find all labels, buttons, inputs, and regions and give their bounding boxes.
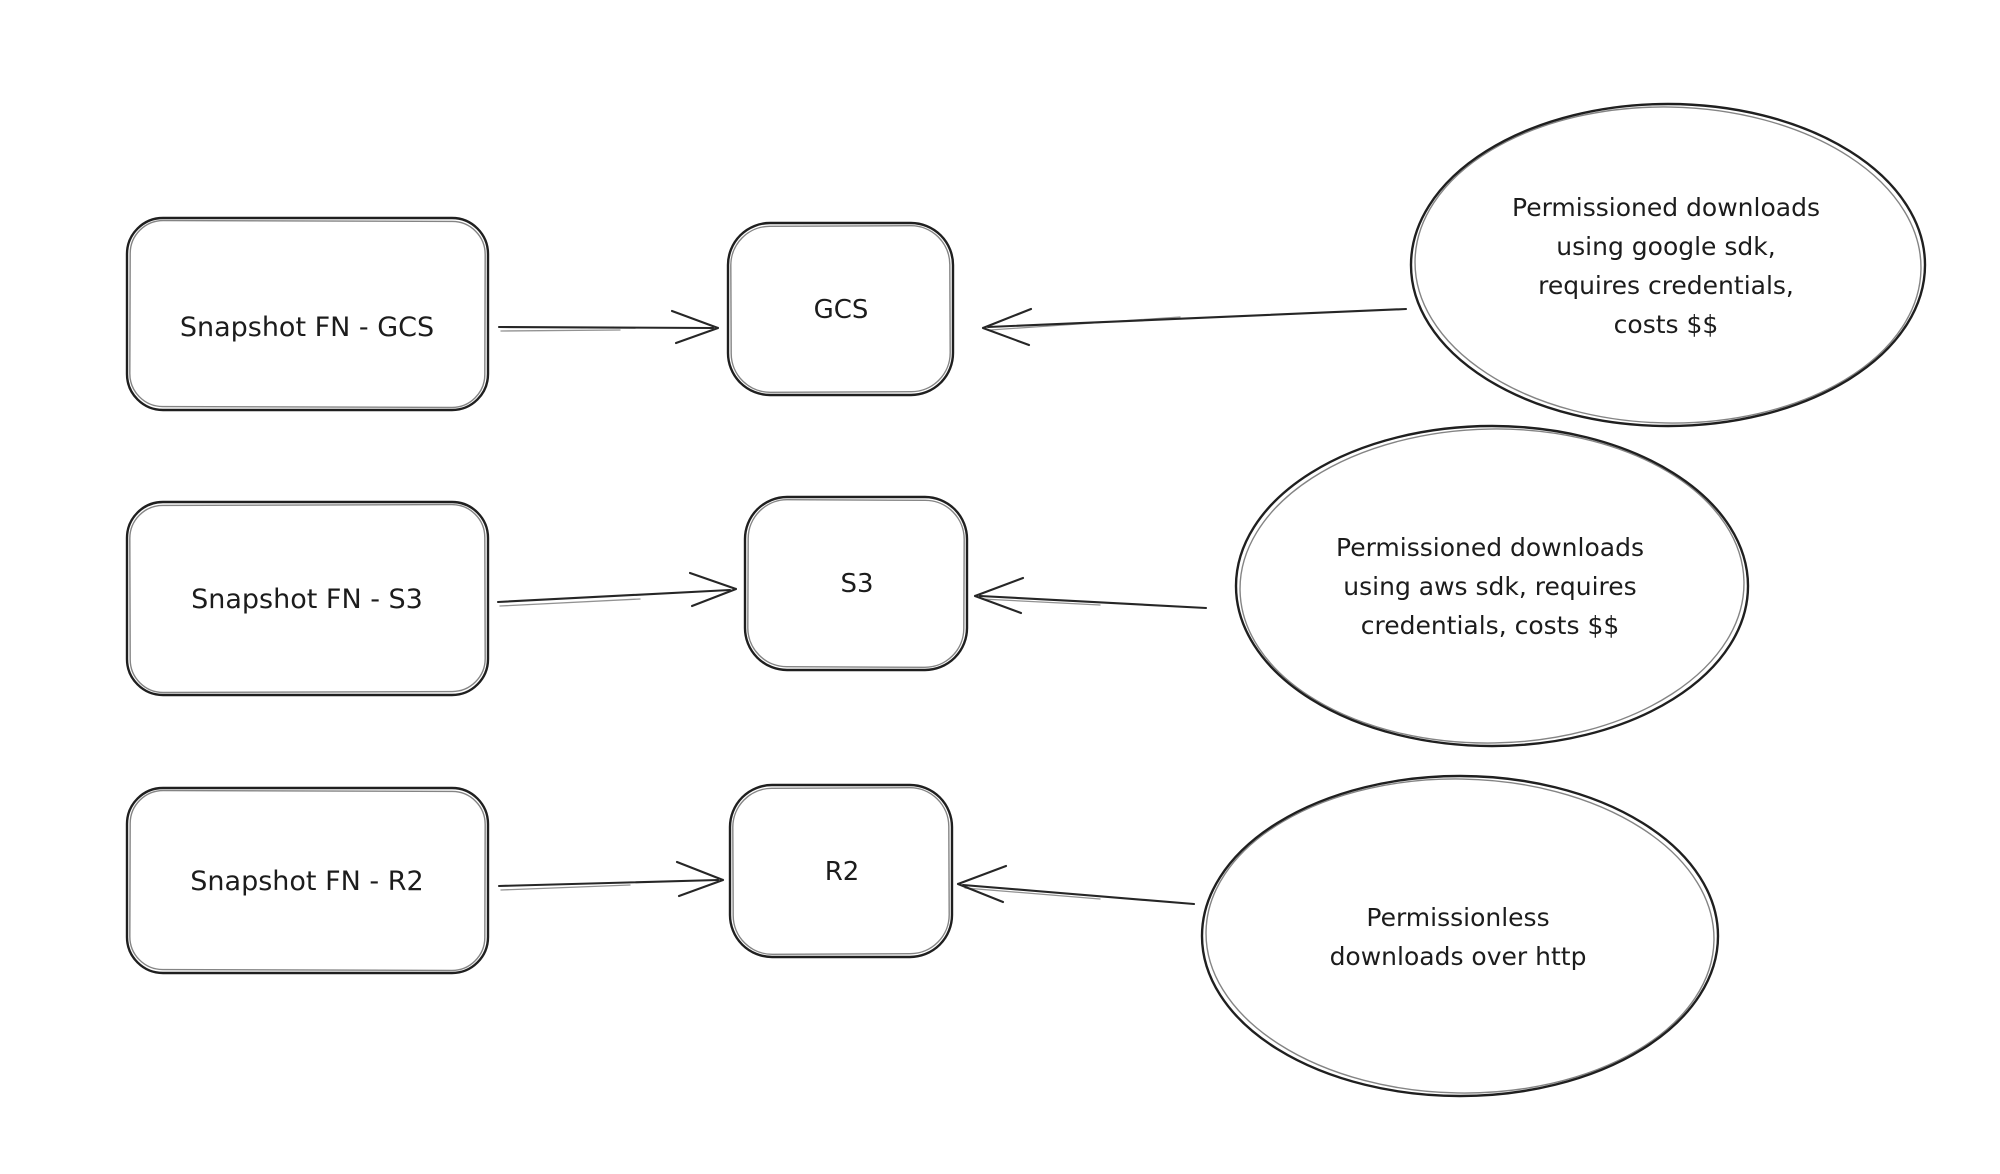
arrow-shaft — [978, 594, 1208, 610]
arrow-head — [981, 307, 1033, 347]
note-ellipse-sketch-stroke — [1239, 428, 1745, 744]
note-text-line: costs $$ — [1614, 310, 1719, 339]
node-snapshot-fn-s3: Snapshot FN - S3 — [125, 500, 490, 697]
target-label: R2 — [825, 857, 860, 887]
note-ellipse — [1200, 774, 1720, 1098]
row-r2: Snapshot FN - R2 R2 — [125, 774, 1720, 1098]
source-box — [125, 500, 490, 697]
target-box-sketch-stroke — [747, 498, 965, 669]
note-text-line: Permissioned downloads — [1512, 193, 1820, 222]
arrow-head — [956, 864, 1008, 904]
target-box-sketch-stroke — [732, 786, 950, 956]
arrow-shaft — [497, 878, 720, 888]
arrow-shaft — [497, 325, 715, 330]
arrow-head — [670, 309, 720, 345]
arrow-snapshot-gcs-to-gcs — [497, 309, 720, 345]
node-snapshot-fn-r2: Snapshot FN - R2 — [125, 786, 490, 975]
note-text-line: using aws sdk, requires — [1343, 572, 1636, 601]
arrow-note-to-s3 — [973, 576, 1208, 615]
target-box — [728, 783, 954, 959]
target-label: S3 — [840, 569, 873, 599]
source-label: Snapshot FN - GCS — [180, 312, 434, 343]
note-text-line: downloads over http — [1330, 942, 1587, 971]
target-box — [726, 221, 955, 397]
source-box-sketch-stroke — [129, 789, 486, 972]
arrow-shaft-sketch — [964, 887, 1101, 900]
arrow-shaft — [961, 883, 1196, 906]
arrow-snapshot-s3-to-s3 — [496, 571, 738, 608]
target-box — [743, 495, 969, 672]
note-ellipse-sketch-stroke — [1205, 778, 1715, 1094]
source-box — [125, 786, 490, 975]
arrow-shaft — [986, 307, 1408, 329]
note-s3: Permissioned downloads using aws sdk, re… — [1234, 424, 1750, 748]
note-gcs: Permissioned downloads using google sdk,… — [1409, 102, 1927, 428]
node-s3: S3 — [743, 495, 969, 672]
arrow-shaft-sketch — [981, 598, 1101, 606]
arrow-shaft-sketch — [500, 884, 631, 891]
node-snapshot-fn-gcs: Snapshot FN - GCS — [125, 216, 490, 412]
arrow-head — [675, 860, 725, 898]
note-ellipse — [1409, 102, 1927, 428]
target-label: GCS — [814, 295, 869, 325]
node-r2: R2 — [728, 783, 954, 959]
arrow-shaft-sketch — [499, 598, 641, 607]
note-ellipse — [1234, 424, 1750, 748]
note-r2: Permissionless downloads over http — [1200, 774, 1720, 1098]
note-text-line: Permissionless — [1366, 903, 1549, 932]
arrow-shaft-sketch — [500, 329, 621, 332]
target-box-sketch-stroke — [730, 224, 951, 394]
arrow-shaft — [496, 588, 732, 604]
source-box-sketch-stroke — [129, 219, 486, 409]
arrow-note-to-gcs — [981, 307, 1408, 347]
row-gcs: Snapshot FN - GCS GCS — [125, 102, 1927, 428]
node-gcs: GCS — [726, 221, 955, 397]
arrow-head — [973, 576, 1025, 615]
note-text-line: requires credentials, — [1538, 271, 1794, 300]
note-text-line: Permissioned downloads — [1336, 533, 1644, 562]
source-label: Snapshot FN - R2 — [190, 866, 423, 897]
source-box — [125, 216, 490, 412]
note-text-line: credentials, costs $$ — [1361, 611, 1620, 640]
arrow-head — [688, 571, 738, 608]
arrow-shaft-sketch — [989, 316, 1181, 331]
source-label: Snapshot FN - S3 — [191, 584, 423, 615]
arrow-note-to-r2 — [956, 864, 1196, 906]
row-s3: Snapshot FN - S3 S3 — [125, 424, 1750, 748]
note-ellipse-sketch-stroke — [1414, 106, 1922, 424]
arrow-snapshot-r2-to-r2 — [497, 860, 725, 898]
source-box-sketch-stroke — [129, 503, 486, 694]
note-text-line: using google sdk, — [1556, 232, 1775, 261]
